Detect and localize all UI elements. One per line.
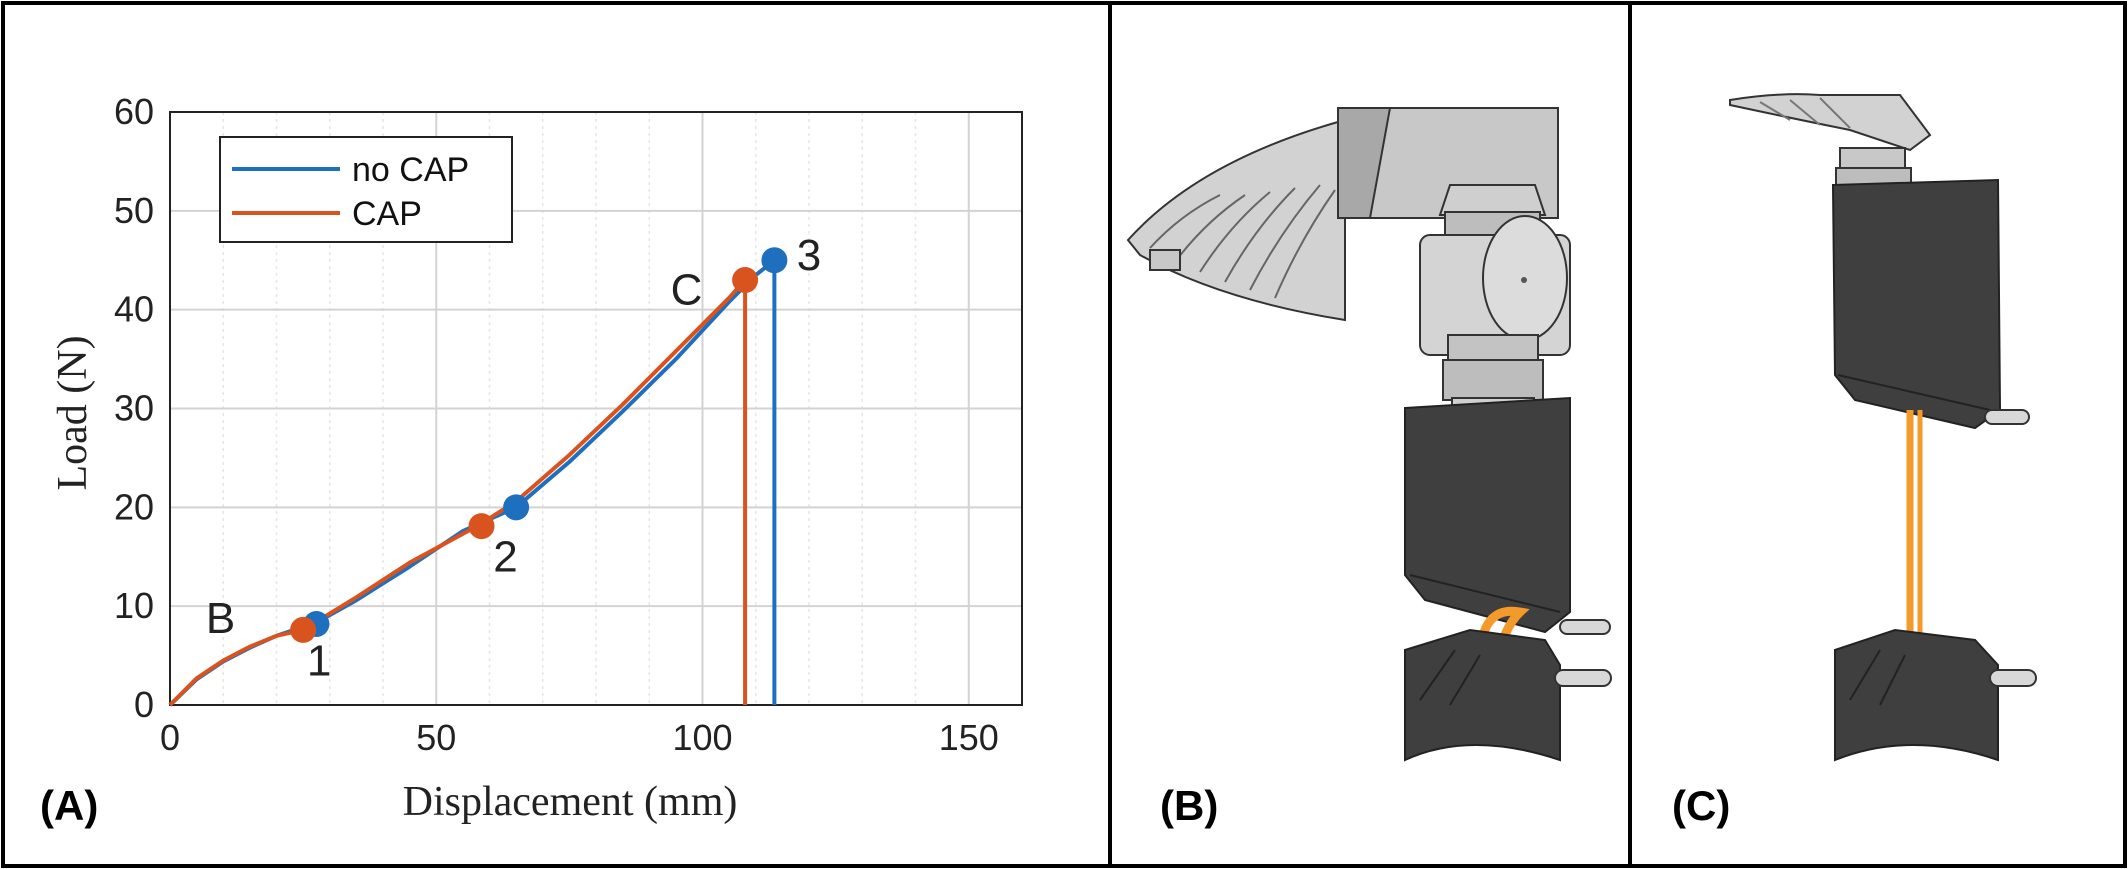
point-annotation: B	[206, 594, 235, 643]
x-axis-title: Displacement (mm)	[403, 779, 738, 825]
capstan-grip-c	[1729, 93, 1932, 152]
panel-c-label: (C)	[1672, 782, 1730, 829]
legend-box	[219, 136, 513, 243]
point-annotations: B 1 2 C 3	[206, 231, 821, 685]
x-tick-label: 150	[939, 717, 999, 758]
y-tick-label: 10	[114, 585, 154, 626]
data-point-marker	[761, 247, 788, 274]
fixture-illustration-c: (C)	[1672, 93, 2037, 829]
y-axis-title: Load (N)	[50, 335, 96, 490]
data-point-marker	[290, 616, 317, 643]
upper-clamp-c	[1831, 178, 2030, 430]
point-annotation: 2	[493, 533, 517, 582]
point-annotation: 3	[797, 231, 821, 280]
point-annotation: 1	[307, 636, 331, 685]
data-point-marker	[503, 494, 530, 521]
axes-box	[169, 111, 1023, 706]
lower-clamp-c	[1834, 628, 2037, 762]
legend-label-no-cap: no CAP	[352, 151, 469, 189]
lower-clamp-b	[1404, 628, 1612, 762]
legend-label-cap: CAP	[352, 195, 422, 233]
panel-b-label: (B)	[1160, 782, 1218, 829]
chart-legend: no CAP CAP	[219, 136, 513, 243]
x-tick-label: 0	[160, 717, 180, 758]
hex-bolt-lower	[1442, 334, 1544, 419]
y-tick-label: 30	[114, 388, 154, 429]
y-tick-label: 60	[114, 91, 154, 132]
y-tick-label: 0	[134, 684, 154, 725]
data-point-marker	[468, 513, 495, 540]
y-tick-label: 50	[114, 190, 154, 231]
suture-straight	[1906, 410, 1923, 672]
x-tick-labels: 0 50 100 150	[160, 717, 999, 758]
pivot-block	[1419, 215, 1571, 356]
point-annotation: C	[671, 266, 703, 315]
panel-a-label: (A)	[40, 782, 98, 829]
series-line-cap	[168, 278, 748, 707]
y-tick-labels: 0 10 20 30 40 50 60	[114, 91, 154, 725]
marker-layer	[290, 247, 788, 643]
fixture-illustration-b: (B)	[1126, 107, 1612, 829]
x-tick-label: 50	[416, 717, 456, 758]
series-layer	[168, 258, 777, 707]
y-tick-label: 20	[114, 486, 154, 527]
y-tick-label: 40	[114, 289, 154, 330]
load-displacement-chart: 0 50 100 150 0 10 20 30 40 50 60 B 1 2 C 3 Displaceme…	[40, 91, 1023, 829]
upper-clamp-b	[1404, 396, 1611, 635]
data-point-marker	[732, 267, 759, 294]
x-tick-label: 100	[672, 717, 732, 758]
